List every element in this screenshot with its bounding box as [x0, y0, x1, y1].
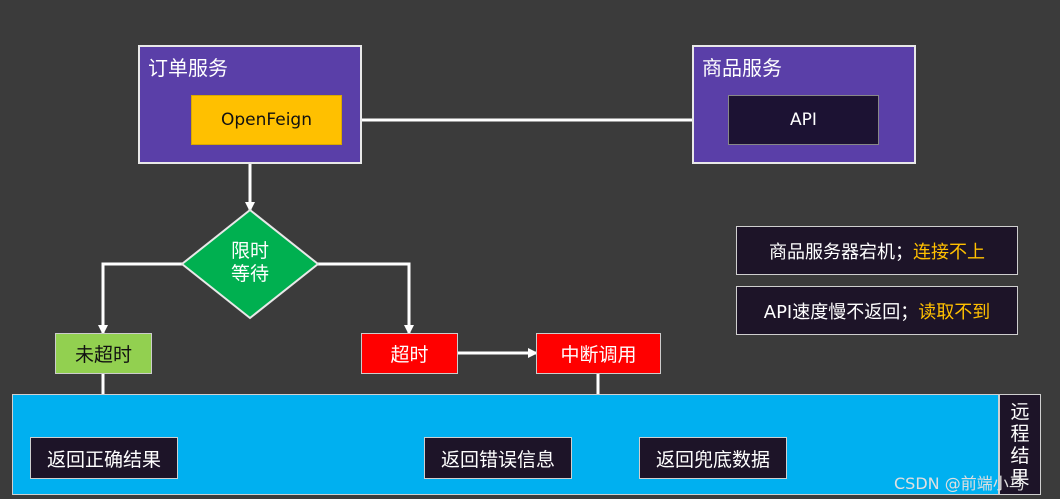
watermark: CSDN @前端小马 — [894, 474, 1025, 493]
openfeign-label: OpenFeign — [220, 110, 312, 130]
decision-diamond — [180, 208, 320, 320]
arrow-decision-to-timeout — [317, 262, 414, 335]
note-server-down-prefix: 商品服务器宕机； — [769, 241, 913, 263]
note-api-slow-highlight: 读取不到 — [918, 301, 991, 323]
note-api-slow-prefix: API速度慢不返回； — [763, 301, 919, 323]
api-label: API — [790, 110, 817, 130]
remote-result-label: 远 程 结 果 — [999, 394, 1041, 495]
not-timeout-label: 未超时 — [74, 344, 132, 366]
correct-result-box: 返回正确结果 — [30, 437, 178, 479]
remote-result-char: 果 — [1010, 466, 1030, 489]
timeout-label: 超时 — [390, 344, 429, 366]
note-server-down-highlight: 连接不上 — [913, 241, 985, 263]
decision-label-line2: 等待 — [230, 263, 269, 285]
fallback-result-box: 返回兜底数据 — [639, 437, 787, 479]
product-service-label: 商品服务 — [702, 56, 782, 80]
correct-result-label: 返回正确结果 — [46, 448, 161, 471]
remote-result-char: 远 — [1010, 400, 1030, 423]
order-service-label: 订单服务 — [148, 56, 228, 80]
arrow-decision-to-not-timeout — [98, 262, 183, 335]
note-server-down: 商品服务器宕机；连接不上 — [736, 226, 1018, 275]
remote-result-char: 程 — [1010, 422, 1030, 445]
decision-label: 限时 等待 — [200, 240, 300, 286]
error-result-label: 返回错误信息 — [440, 448, 555, 471]
decision-label-line1: 限时 — [230, 240, 269, 262]
remote-result-char: 结 — [1010, 444, 1030, 467]
api-box: API — [728, 95, 879, 145]
interrupt-call-label: 中断调用 — [560, 344, 637, 366]
fallback-result-label: 返回兜底数据 — [655, 448, 770, 471]
timeout-box: 超时 — [361, 333, 458, 374]
not-timeout-box: 未超时 — [55, 333, 152, 374]
openfeign-box: OpenFeign — [191, 95, 342, 145]
note-api-slow: API速度慢不返回；读取不到 — [736, 286, 1018, 335]
error-result-box: 返回错误信息 — [424, 437, 572, 479]
interrupt-call-box: 中断调用 — [536, 333, 661, 374]
